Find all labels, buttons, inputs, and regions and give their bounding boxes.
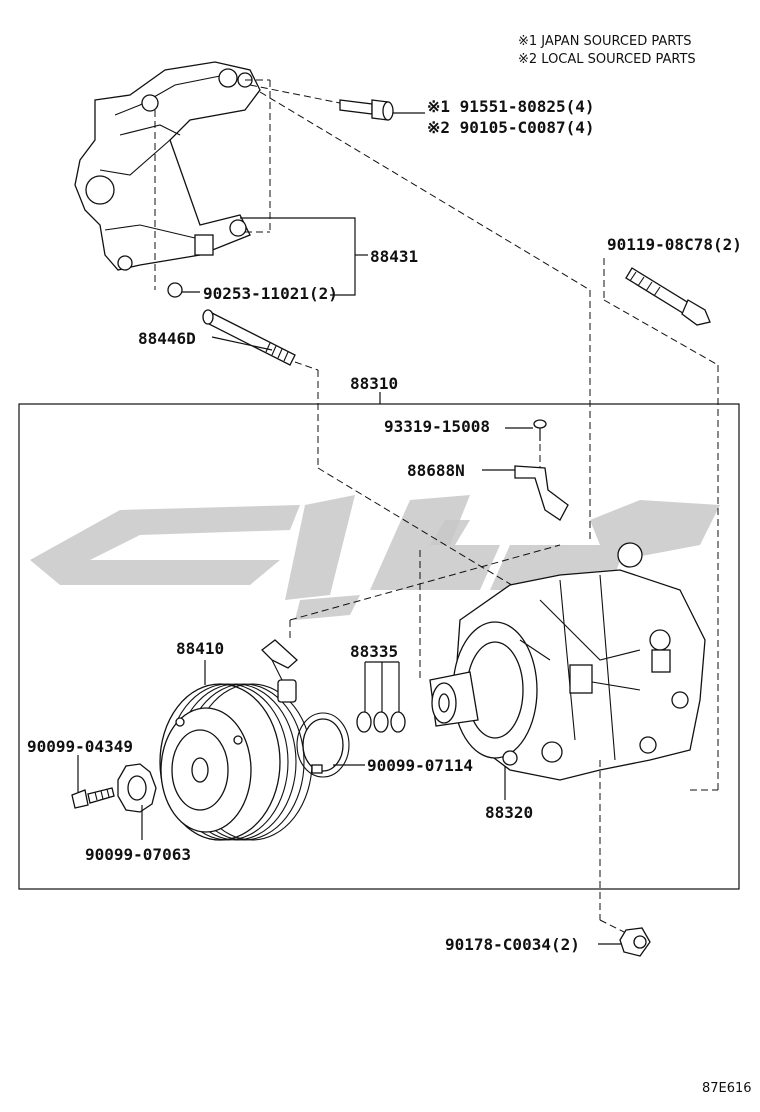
watermark-logo: [30, 495, 720, 620]
note-local-sourced: ※2 LOCAL SOURCED PARTS: [518, 52, 696, 67]
clutch-wire: [261, 639, 298, 703]
screw-93319: [533, 419, 547, 441]
bolt-91551: [339, 99, 394, 121]
bolt-90099-04349: [71, 787, 115, 809]
lock-plate-90099-07063: [117, 763, 157, 813]
bracket-88431: [74, 61, 261, 298]
label-88446d: 88446D: [138, 329, 196, 348]
label-90099-07114: 90099-07114: [367, 756, 473, 775]
label-90253: 90253-11021(2): [203, 284, 338, 303]
bolt-90119: [625, 267, 711, 326]
snap-ring-90099-07114: [296, 712, 350, 778]
nut-90178: [619, 927, 651, 957]
label-88320: 88320: [485, 803, 533, 822]
label-90105: ※2 90105-C0087(4): [427, 118, 595, 137]
label-90099-04349: 90099-04349: [27, 737, 133, 756]
label-88310: 88310: [350, 374, 398, 393]
label-88410: 88410: [176, 639, 224, 658]
label-90099-07063: 90099-07063: [85, 845, 191, 864]
label-88335: 88335: [350, 642, 398, 661]
assembly-box: [18, 403, 740, 890]
compressor-88320: [429, 542, 706, 781]
label-90178: 90178-C0034(2): [445, 935, 580, 954]
clutch-pulley-88410: [159, 683, 313, 841]
label-88431: 88431: [370, 247, 418, 266]
label-91551: ※1 91551-80825(4): [427, 97, 595, 116]
note-japan-sourced: ※1 JAPAN SOURCED PARTS: [518, 34, 692, 49]
shims-88335: [356, 711, 406, 733]
figure-code: 87E616: [702, 1081, 752, 1096]
label-93319: 93319-15008: [384, 417, 490, 436]
label-88688n: 88688N: [407, 461, 465, 480]
stud-88446d: [202, 309, 296, 366]
label-90119: 90119-08C78(2): [607, 235, 742, 254]
bracket-88688n: [514, 465, 569, 521]
